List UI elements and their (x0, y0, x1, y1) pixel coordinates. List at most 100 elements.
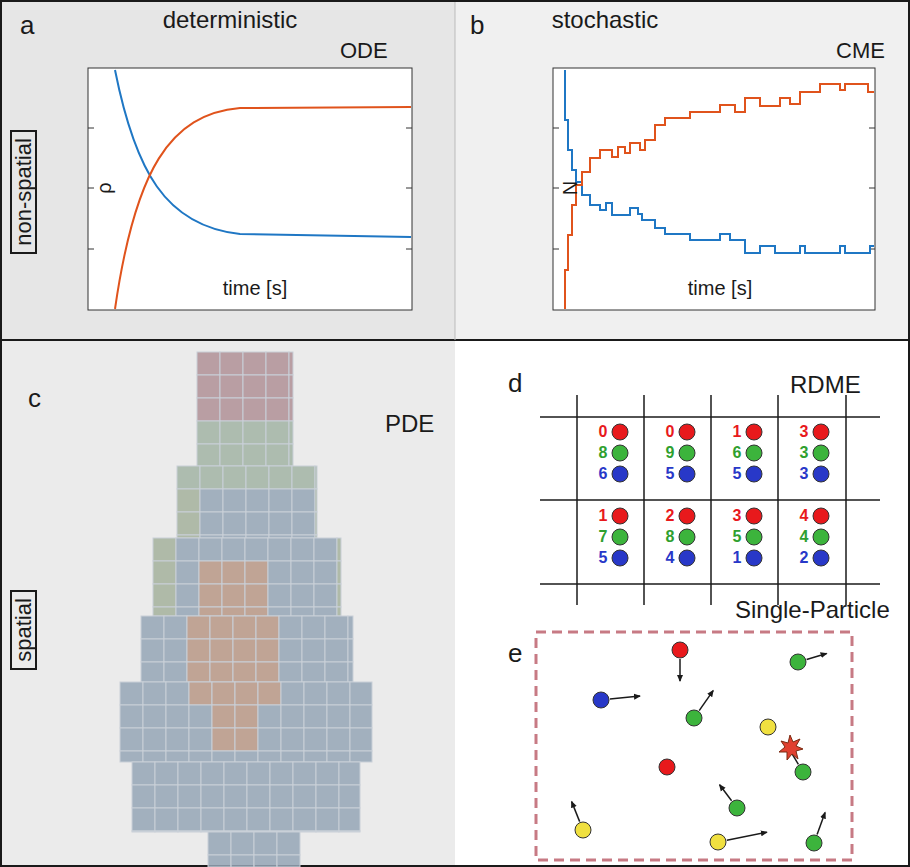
mesh-cell (339, 831, 360, 832)
mesh-cell (208, 855, 231, 867)
mesh-cell (243, 421, 266, 444)
species-dot (612, 424, 628, 440)
mesh-cell (212, 728, 235, 751)
mesh-cell (258, 728, 281, 751)
velocity-arrow (807, 653, 827, 659)
panel-background (0, 340, 455, 867)
species-dot (813, 466, 829, 482)
count-number: 1 (733, 424, 742, 440)
species-dot (612, 445, 628, 461)
count-number: 5 (733, 466, 742, 482)
count-number: 0 (666, 424, 675, 440)
particle (729, 800, 745, 816)
mesh-cell (223, 466, 246, 489)
mesh-cell (327, 682, 350, 705)
mesh-cell (281, 682, 304, 705)
mesh-cell (268, 538, 291, 561)
mesh-cell (339, 808, 360, 831)
mesh-cell (292, 466, 315, 489)
mesh-cell (327, 751, 350, 762)
particle (710, 834, 726, 850)
mesh-cell (289, 375, 293, 398)
mesh-cell (292, 512, 315, 535)
mesh-cell (246, 466, 269, 489)
caption-text: CME (836, 40, 885, 62)
mesh-cell (153, 561, 176, 584)
mesh-cell (212, 705, 235, 728)
count-number: 1 (599, 508, 608, 524)
mesh-cell (143, 751, 166, 762)
mesh-cell (166, 682, 189, 705)
particle (790, 654, 806, 670)
mesh-cell (350, 705, 372, 728)
panel-letter: a (20, 12, 34, 38)
panel-letter: b (470, 12, 484, 38)
species-dot (612, 466, 628, 482)
caption-text: N (560, 181, 580, 195)
mesh-cell (289, 352, 293, 375)
mesh-cell (223, 512, 246, 535)
mesh-cell (210, 662, 233, 682)
velocity-arrow (572, 802, 580, 822)
mesh-cell (153, 584, 176, 607)
count-number: 0 (599, 424, 608, 440)
mesh-cell (197, 421, 220, 444)
mesh-cell (199, 538, 222, 561)
caption-text: stochastic (552, 8, 659, 32)
mesh-cell (197, 352, 220, 375)
mesh-cell (189, 751, 212, 762)
count-number: 5 (733, 529, 742, 545)
count-number: 5 (666, 466, 675, 482)
mesh-cell (220, 421, 243, 444)
mesh-cell (220, 398, 243, 421)
mesh-cell (266, 398, 289, 421)
caption-text: time [s] (223, 278, 287, 298)
mesh-cell (187, 662, 210, 682)
mesh-cell (166, 751, 189, 762)
count-number: 8 (599, 445, 608, 461)
count-number: 7 (599, 529, 608, 545)
mesh-cell (314, 561, 337, 584)
mesh-cell (314, 538, 337, 561)
mesh-cell (258, 705, 281, 728)
mesh-cell (268, 561, 291, 584)
mesh-cell (189, 728, 212, 751)
mesh-cell (304, 751, 327, 762)
mesh-cell (200, 466, 223, 489)
mesh-cell (281, 751, 304, 762)
mesh-cell (314, 607, 337, 616)
mesh-cell (245, 561, 268, 584)
count-number: 3 (800, 445, 809, 461)
count-number: 4 (800, 529, 809, 545)
mesh-cell (178, 831, 201, 832)
mesh-cell (325, 639, 348, 662)
mesh-cell (132, 831, 155, 832)
panel-letter: e (508, 640, 522, 666)
mesh-cell (164, 616, 187, 639)
velocity-arrow (699, 691, 713, 711)
mesh-cell (293, 808, 316, 831)
count-number: 5 (599, 550, 608, 566)
mesh-cell (304, 728, 327, 751)
row-label-box: spatial (10, 590, 37, 670)
species-dot (746, 508, 762, 524)
mesh-cell (224, 785, 247, 808)
mesh-cell (269, 489, 292, 512)
mesh-cell (166, 705, 189, 728)
mesh-cell (178, 762, 201, 785)
mesh-cell (132, 785, 155, 808)
species-dot (813, 424, 829, 440)
velocity-arrow (727, 832, 767, 840)
mesh-cell (304, 705, 327, 728)
mesh-cell (132, 762, 155, 785)
mesh-cell (197, 398, 220, 421)
mesh-cell (212, 751, 235, 762)
mesh-cell (120, 751, 143, 762)
mesh-cell (247, 785, 270, 808)
mesh-cell (279, 662, 302, 682)
particle (806, 835, 822, 851)
plot-area (553, 68, 875, 310)
mesh-cell (337, 538, 341, 561)
reaction-star (779, 735, 803, 760)
caption-text: time [s] (688, 278, 752, 298)
